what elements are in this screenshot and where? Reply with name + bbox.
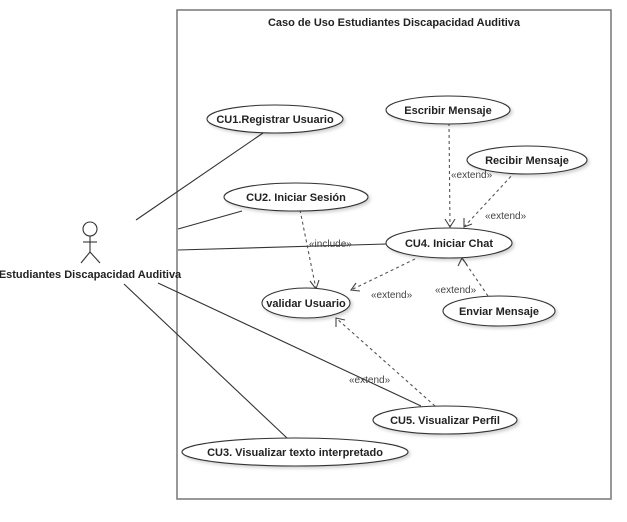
assoc-actor-cu5 bbox=[157, 282, 422, 407]
assoc-actor-cu1 bbox=[135, 132, 264, 221]
use-case-cu4[interactable]: CU4. Iniciar Chat bbox=[385, 227, 513, 259]
use-case-validar-usuario[interactable]: validar Usuario bbox=[261, 287, 351, 319]
arrowhead-escribir-cu4 bbox=[444, 218, 456, 229]
stereotype-extend-escribir: «extend» bbox=[451, 170, 493, 181]
use-case-label: CU4. Iniciar Chat bbox=[405, 238, 493, 250]
use-case-label: CU2. Iniciar Sesión bbox=[246, 192, 346, 204]
use-case-cu3[interactable]: CU3. Visualizar texto interpretado bbox=[181, 437, 409, 467]
stereotype-extend-cu4-validar: «extend» bbox=[371, 290, 413, 301]
associations bbox=[123, 132, 422, 439]
extend-cu5-validar bbox=[335, 317, 436, 407]
stereotype-extend-cu5: «extend» bbox=[349, 375, 391, 386]
use-case-cu5[interactable]: CU5. Visualizar Perfil bbox=[372, 405, 518, 435]
stereotype-include: «include» bbox=[309, 239, 352, 250]
use-case-escribir-mensaje[interactable]: Escribir Mensaje bbox=[385, 95, 511, 125]
use-case-label: CU1.Registrar Usuario bbox=[216, 114, 334, 126]
assoc-actor-cu3 bbox=[123, 283, 288, 439]
use-case-label: validar Usuario bbox=[266, 298, 346, 310]
include-cu2-validar bbox=[299, 209, 317, 290]
actor-name: Estudiantes Discapacidad Auditiva bbox=[0, 269, 182, 281]
system-title: Caso de Uso Estudiantes Discapacidad Aud… bbox=[268, 17, 521, 29]
use-case-label: Enviar Mensaje bbox=[459, 306, 539, 318]
assoc-actor-cu4 bbox=[177, 243, 387, 251]
stick-figure-icon bbox=[80, 221, 101, 264]
arrowhead-cu5-validar bbox=[335, 317, 346, 327]
extend-escribir-cu4 bbox=[448, 122, 451, 228]
use-case-label: Escribir Mensaje bbox=[404, 105, 491, 117]
use-case-enviar-mensaje[interactable]: Enviar Mensaje bbox=[442, 295, 556, 327]
use-case-cu1[interactable]: CU1.Registrar Usuario bbox=[206, 104, 344, 134]
use-case-label: CU3. Visualizar texto interpretado bbox=[207, 447, 383, 459]
use-case-label: Recibir Mensaje bbox=[485, 155, 569, 167]
stereotype-extend-enviar: «extend» bbox=[435, 285, 477, 296]
extend-recibir-cu4 bbox=[463, 171, 516, 228]
arrowhead-recibir-cu4 bbox=[463, 218, 473, 228]
use-case-recibir-mensaje[interactable]: Recibir Mensaje bbox=[466, 145, 588, 175]
actor[interactable]: Estudiantes Discapacidad Auditiva bbox=[0, 221, 182, 281]
stereotype-extend-recibir: «extend» bbox=[485, 211, 527, 222]
arrowhead-cu4-validar bbox=[350, 282, 361, 292]
use-case-cu2[interactable]: CU2. Iniciar Sesión bbox=[223, 182, 369, 212]
assoc-actor-cu2 bbox=[177, 210, 243, 230]
use-case-label: CU5. Visualizar Perfil bbox=[390, 415, 500, 427]
